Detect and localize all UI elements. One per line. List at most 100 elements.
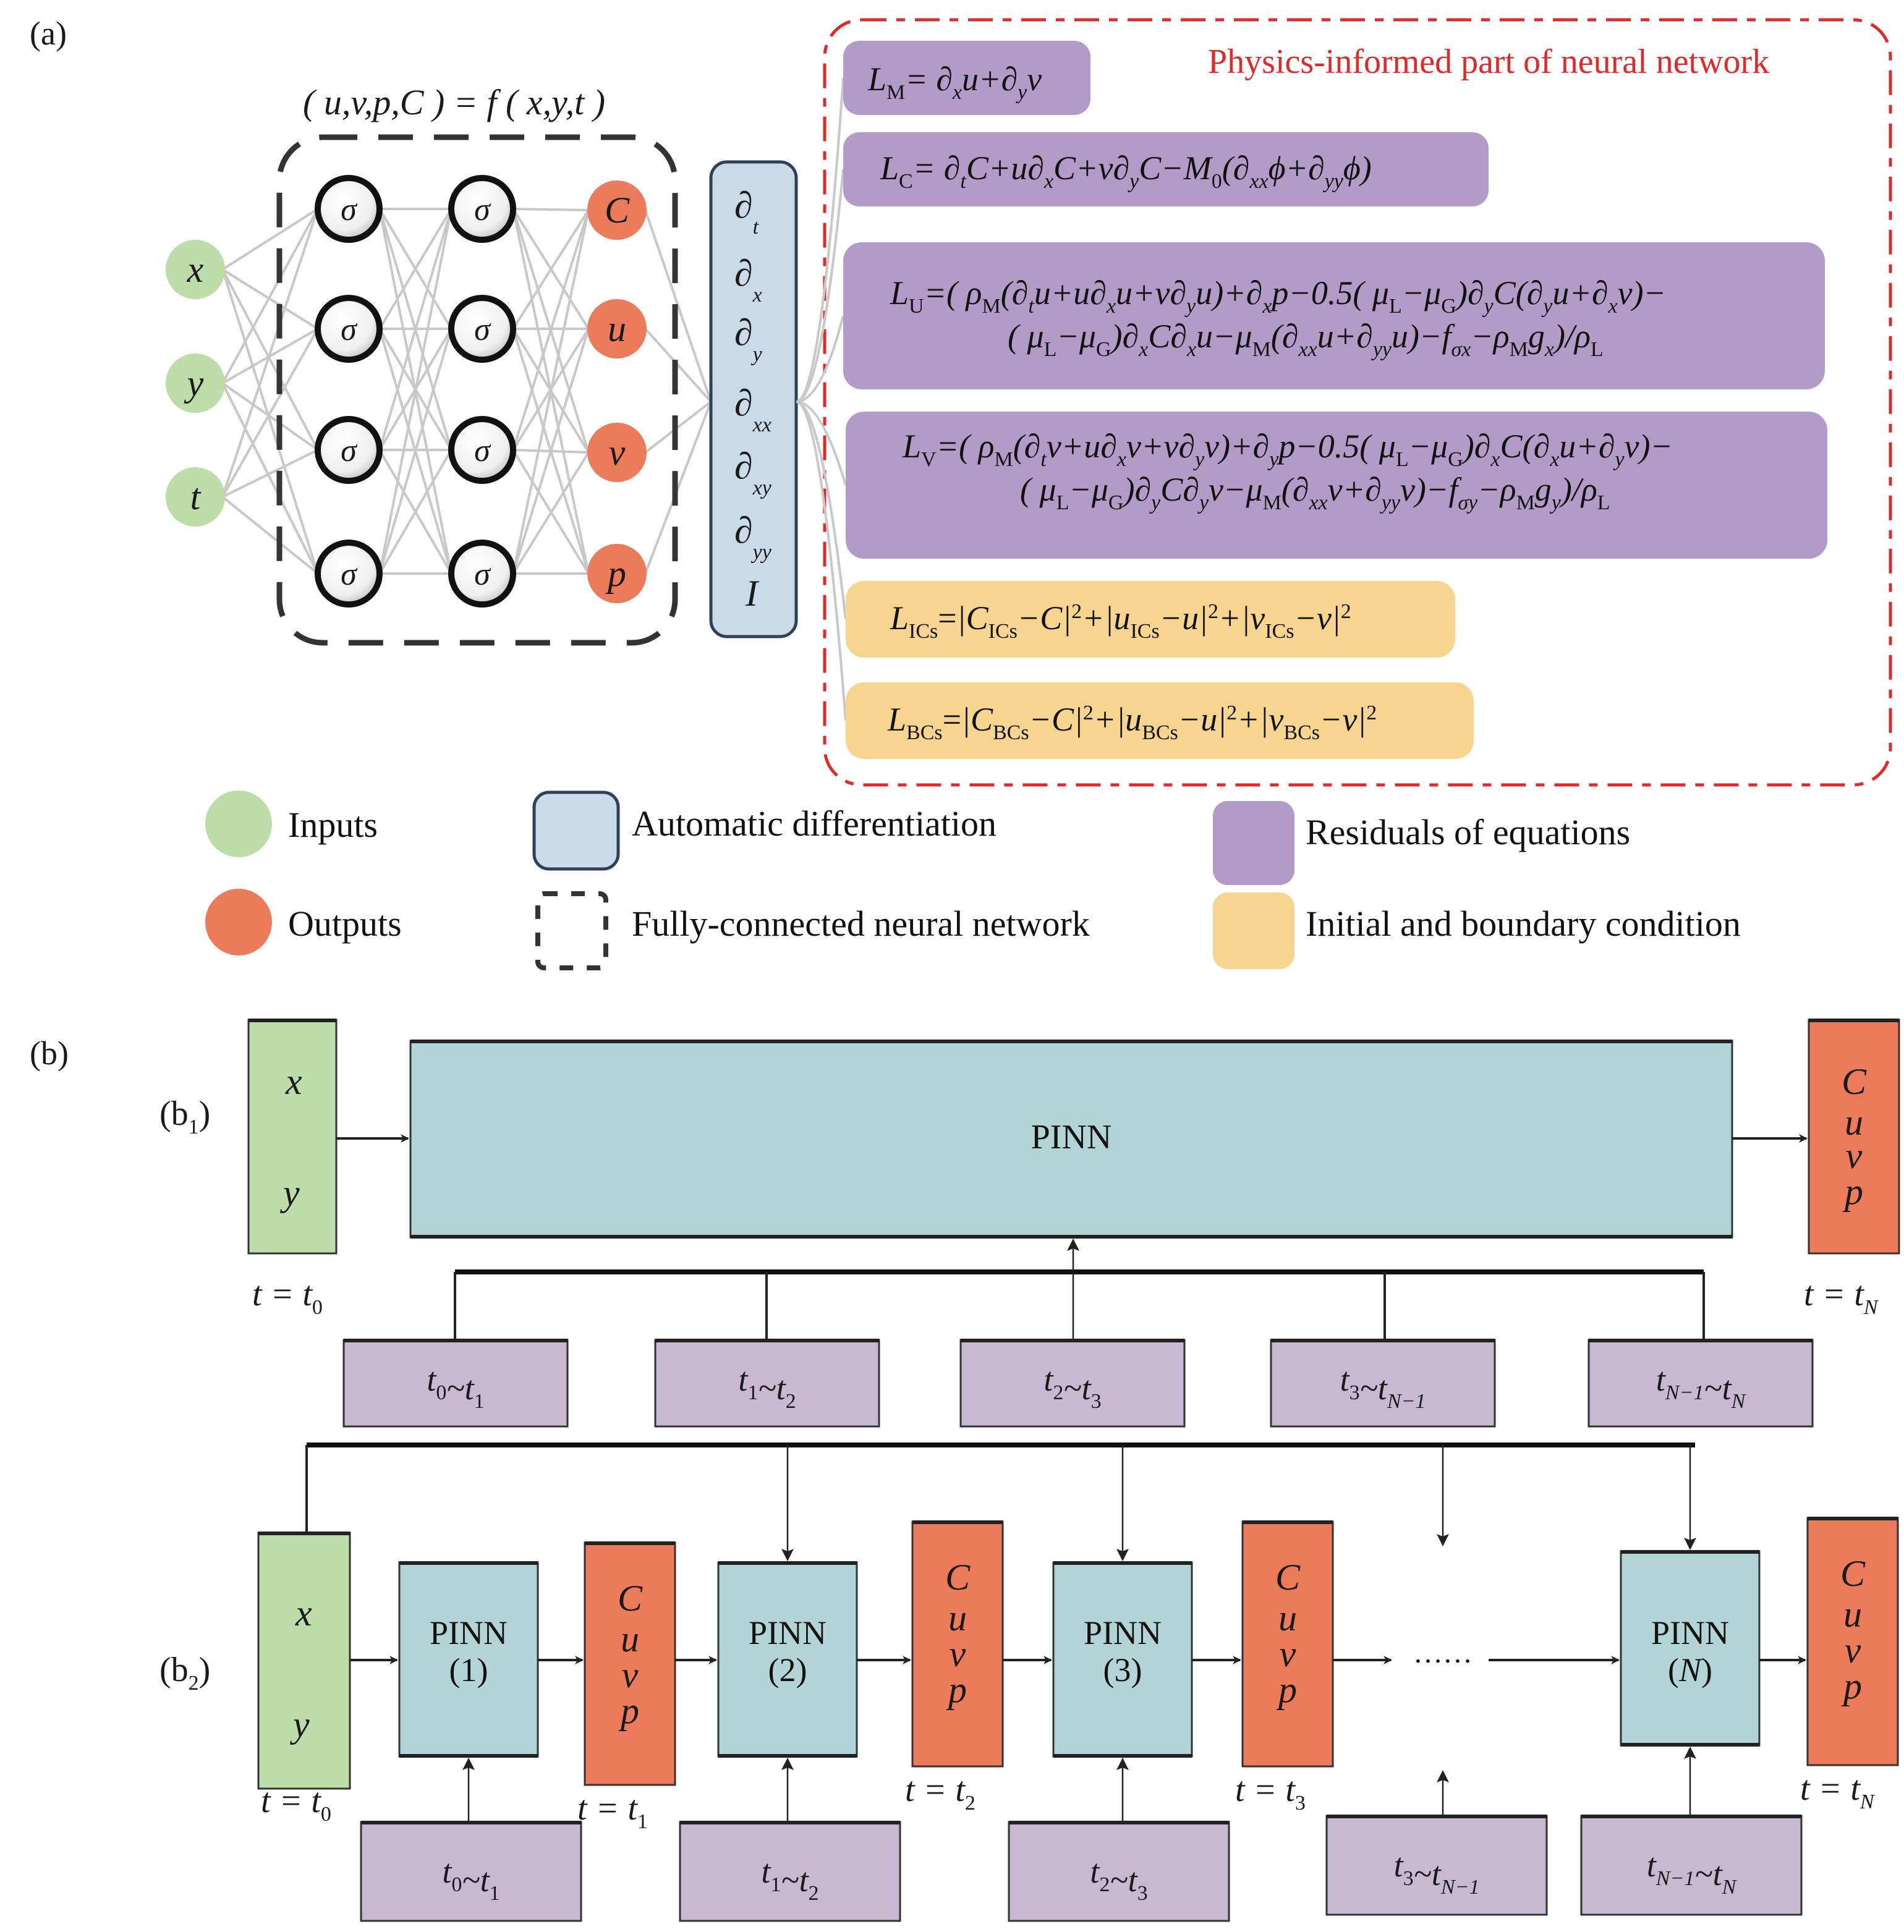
equation-LC: LC= ∂tC+u∂xC+v∂yC−M0(∂xxϕ+∂yyϕ) [843, 132, 1489, 206]
fan-link [796, 400, 847, 486]
legend-label-residuals: Residuals of equations [1306, 812, 1630, 852]
activation-sigma: σ [474, 192, 491, 227]
autodiff-op: ∂xy [734, 446, 772, 499]
b2-interval-label: t0~t1 [442, 1853, 499, 1905]
network-function-label: ( u,v,p,C ) = f ( x,y,t ) [303, 82, 605, 122]
edge-input-hidden1 [221, 208, 319, 271]
legend-item-outputs: Outputs [205, 889, 402, 955]
fan-link [796, 77, 844, 403]
panel-label-b2: (b2) [159, 1651, 210, 1695]
b2-pinn-index: (2) [768, 1651, 807, 1688]
b2-output-var-u: u [1843, 1594, 1862, 1635]
b1-interval-box: t0~t1 [342, 1272, 569, 1428]
edge-hidden2-output [512, 328, 590, 574]
b1-interval-box: t2~t3 [959, 1339, 1186, 1428]
edge-output-autodiff [644, 401, 712, 574]
b2-output-var-C: C [1840, 1553, 1866, 1594]
b1-interval-label: t1~t2 [738, 1361, 796, 1413]
edge-input-hidden1 [221, 208, 319, 498]
output-node-v: v [587, 423, 647, 482]
autodiff-to-equations-links [796, 77, 847, 721]
input-node-t: t [166, 467, 225, 527]
fan-link [796, 169, 844, 403]
panel-b1: (b1) x y t = t0 PINN C u v p t = tN t0~t… [159, 1019, 1900, 1428]
b1-interval-label: t0~t1 [427, 1361, 484, 1413]
edge-hidden1-hidden2 [378, 208, 453, 330]
legend-label-outputs: Outputs [288, 904, 402, 944]
b2-pinn-label: PINN [430, 1614, 508, 1651]
edge-input-hidden1 [221, 382, 319, 451]
activation-sigma: σ [474, 312, 491, 347]
svg-text:LU=( ρM(∂tu+u∂xu+v∂yu)+∂xp−0.5: LU=( ρM(∂tu+u∂xu+v∂yu)+∂xp−0.5( μL−μG)∂y… [890, 274, 1666, 318]
legend-item-conditions: Initial and boundary condition [1213, 892, 1741, 969]
svg-text:LC= ∂tC+u∂xC+v∂yC−M0(∂xxϕ+∂yyϕ: LC= ∂tC+u∂xC+v∂yC−M0(∂xxϕ+∂yyϕ) [880, 150, 1372, 193]
legend-swatch-autodiff [532, 790, 620, 871]
b2-ellipsis: …… [1413, 1637, 1473, 1669]
legend-swatch-outputs [205, 889, 272, 955]
b2-interval-box: t2~t3 [1008, 1821, 1230, 1922]
input-node-x: x [166, 240, 225, 299]
fan-link [796, 400, 847, 620]
input-node-y: y [166, 354, 225, 413]
b1-output-v: v [1846, 1135, 1863, 1176]
b1-input-block [247, 1019, 338, 1255]
b2-interval-label: t3~tN−1 [1394, 1847, 1480, 1899]
b1-interval-label: t2~t3 [1043, 1361, 1101, 1413]
b2-output-var-p: p [946, 1669, 967, 1710]
edge-output-autodiff [644, 210, 712, 402]
b2-pinn-label: PINN [1084, 1614, 1162, 1651]
b2-interval-label: t1~t2 [761, 1853, 818, 1905]
legend-swatch-conditions [1213, 892, 1294, 969]
b1-interval-label: tN−1~tN [1656, 1361, 1747, 1413]
legend-swatch-fcnn [535, 891, 608, 970]
b1-pinn-block [409, 1040, 1733, 1239]
edge-input-hidden1 [221, 269, 319, 451]
b1-interval-box: tN−1~tN [1587, 1272, 1814, 1428]
b2-pinn-block: PINN(1) [398, 1561, 539, 1758]
b1-input-time: t = t0 [252, 1275, 323, 1319]
edge-input-hidden1 [221, 269, 319, 574]
panel-label-a: (a) [30, 15, 67, 52]
equation-LV: LV=( ρM(∂tv+u∂xv+v∂yv)+∂yp−0.5( μL−μG)∂x… [846, 412, 1827, 559]
edge-hidden1-hidden2 [378, 208, 453, 451]
edge-input-hidden1 [221, 496, 319, 575]
b2-pinn-index: (N) [1668, 1651, 1712, 1688]
b2-output-var-p: p [1841, 1666, 1862, 1706]
legend-item-fcnn: Fully-connected neural network [535, 891, 1090, 970]
b2-pinn-block: PINN(3) [1052, 1561, 1193, 1758]
edge-hidden2-output [512, 451, 590, 575]
equation-LBCs: LBCs=|CBCs−C|2+|uBCs−u|2+|vBCs−v|2 [846, 682, 1474, 759]
svg-text:LBCs=|CBCs−C|2+|uBCs−u|2+|vBCs: LBCs=|CBCs−C|2+|uBCs−u|2+|vBCs−v|2 [887, 701, 1377, 744]
edge-output-autodiff [644, 328, 712, 403]
output-node-label: u [608, 308, 626, 349]
svg-text:( μL−μG)∂xC∂xu−μM(∂xxu+∂yyu)−f: ( μL−μG)∂xC∂xu−μM(∂xxu+∂yyu)−fσx−ρMgx)/ρ… [1008, 318, 1604, 361]
b1-input-y: y [279, 1172, 300, 1213]
b2-output-var-u: u [621, 1619, 639, 1659]
b2-input-x: x [295, 1593, 312, 1633]
edge-input-hidden1 [221, 328, 319, 498]
b1-output-p: p [1842, 1171, 1863, 1212]
b2-output-time: t = t1 [577, 1789, 648, 1833]
hidden-neuron-l1-3: σ [315, 416, 383, 484]
activation-sigma: σ [341, 312, 358, 347]
b2-interval-box: t3~tN−1 [1325, 1815, 1548, 1916]
b2-output-var-C: C [945, 1557, 971, 1598]
hidden-neuron-l1-1: σ [315, 175, 383, 243]
b2-interval-label: t2~t3 [1090, 1853, 1147, 1905]
fan-link [796, 400, 847, 721]
edge-hidden2-output [512, 210, 590, 451]
b2-interval-label: tN−1~tN [1647, 1847, 1738, 1899]
b2-pinn-index: (3) [1103, 1651, 1142, 1688]
b1-pinn-label: PINN [1031, 1118, 1112, 1156]
input-node-label: y [184, 363, 204, 404]
legend-swatch-residuals [1213, 801, 1294, 885]
autodiff-op: ∂y [734, 312, 763, 366]
equation-LICs: LICs=|CICs−C|2+|uICs−u|2+|vICs−v|2 [846, 581, 1455, 658]
b2-output-var-C: C [618, 1578, 643, 1619]
